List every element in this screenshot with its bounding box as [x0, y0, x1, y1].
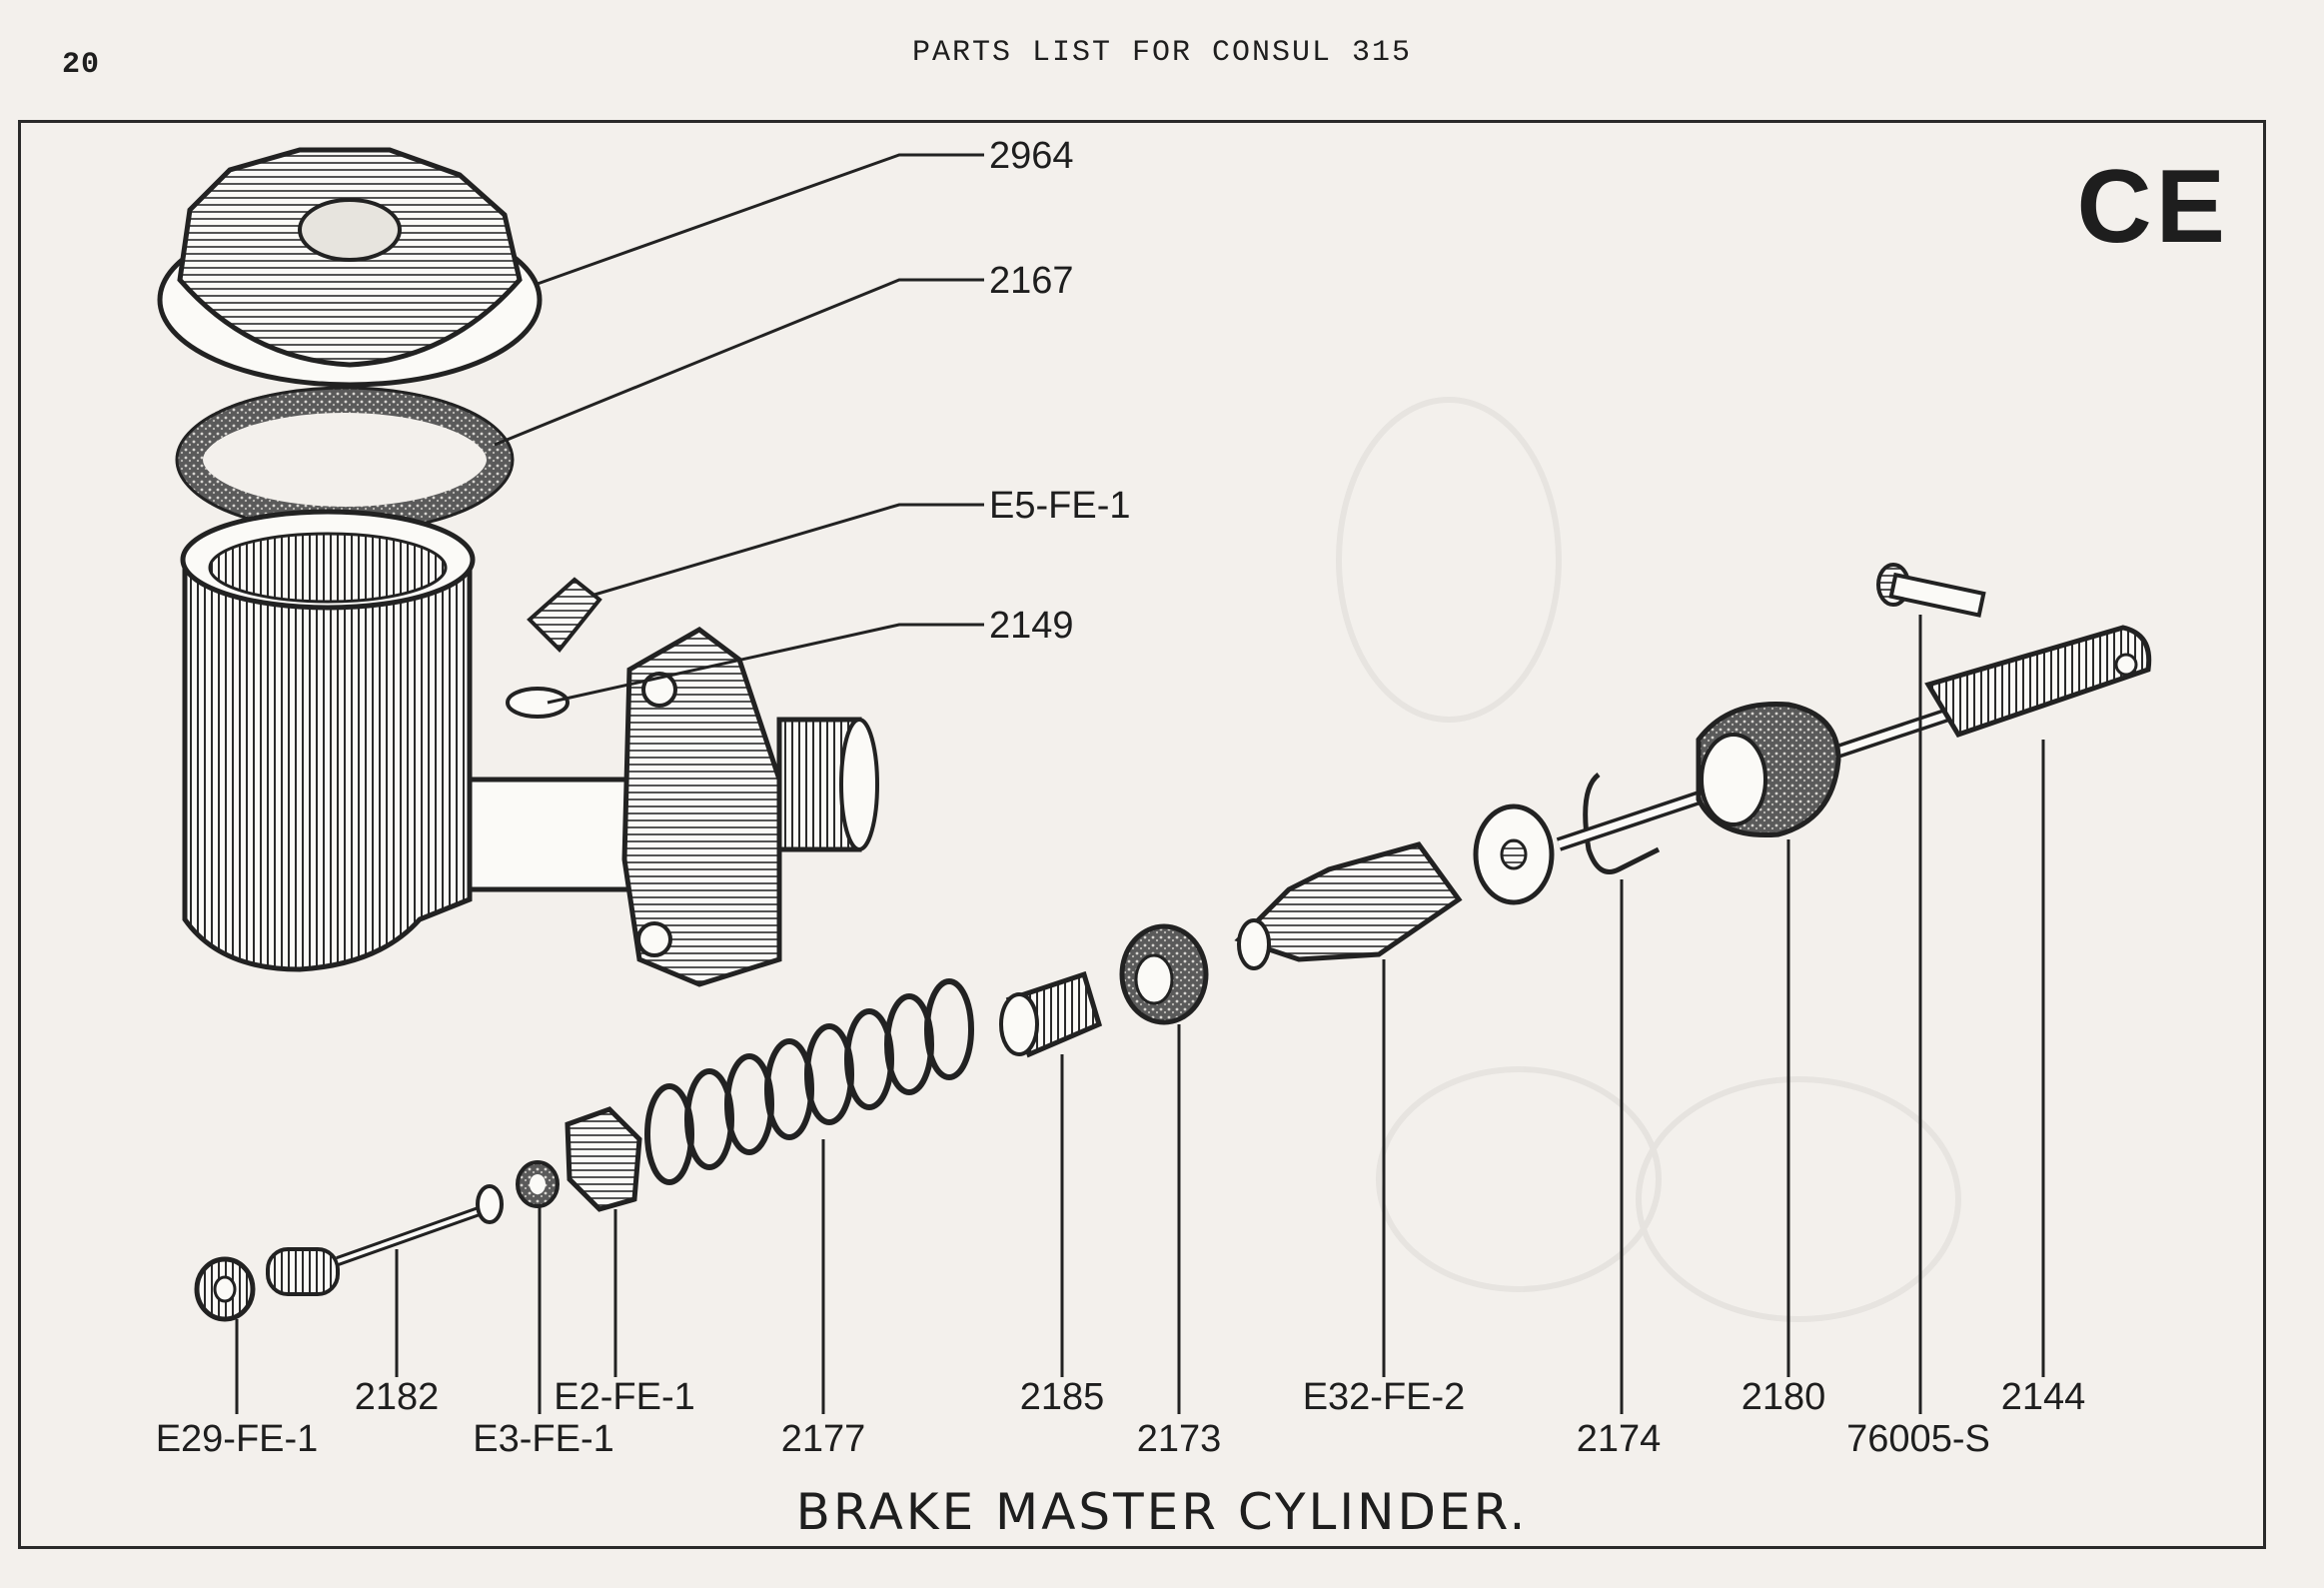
label-2144: 2144	[2001, 1376, 2086, 1418]
label-e3-fe-1: E3-FE-1	[473, 1418, 613, 1460]
leader-lines	[235, 153, 2045, 1414]
page-header: PARTS LIST FOR CONSUL 315	[911, 36, 1413, 70]
union-fitting	[506, 577, 602, 719]
primary-cup	[1119, 923, 1209, 1025]
seal	[516, 1160, 560, 1208]
stop-washer	[1473, 803, 1555, 905]
label-2174: 2174	[1577, 1418, 1662, 1460]
leader-2167	[494, 278, 984, 447]
page-number: 20	[62, 48, 101, 82]
label-e5-fe-1: E5-FE-1	[989, 485, 1130, 527]
cylinder-barrel	[467, 627, 879, 987]
rubber-boot	[1696, 701, 1841, 838]
end-plug	[194, 1256, 256, 1322]
callout-labels: 2964 2167 E5-FE-1 2149 E29-FE-1 2182 E3-…	[156, 135, 2086, 1460]
circlip	[1583, 773, 1661, 874]
label-2177: 2177	[781, 1418, 866, 1460]
valve-stem	[266, 1184, 504, 1296]
label-e29-fe-1: E29-FE-1	[156, 1418, 319, 1460]
label-e32-fe-2: E32-FE-2	[1303, 1376, 1466, 1418]
valve-housing	[565, 1106, 642, 1212]
label-e2-fe-1: E2-FE-1	[554, 1376, 694, 1418]
label-2180: 2180	[1742, 1376, 1826, 1418]
reservoir-cap	[157, 147, 543, 388]
label-2167: 2167	[989, 260, 1074, 302]
return-spring	[644, 978, 974, 1185]
label-76005-s: 76005-S	[1846, 1418, 1990, 1460]
label-2149: 2149	[989, 605, 1074, 647]
diagram-frame	[18, 120, 2266, 1549]
leader-2149	[547, 623, 984, 705]
section-code: CE	[2076, 149, 2229, 265]
label-2964: 2964	[989, 135, 1074, 177]
label-2182: 2182	[355, 1376, 440, 1418]
label-2173: 2173	[1137, 1418, 1222, 1460]
reservoir-body	[180, 509, 476, 972]
label-2185: 2185	[1020, 1376, 1105, 1418]
leader-e5-fe-1	[593, 503, 984, 597]
diagram-title: BRAKE MASTER CYLINDER.	[795, 1483, 1529, 1541]
push-rod-clevis	[1924, 625, 2152, 739]
piston	[1234, 841, 1463, 970]
leader-2964	[534, 153, 984, 287]
spring-retainer	[999, 970, 1103, 1058]
clevis-pin	[1876, 563, 1986, 618]
